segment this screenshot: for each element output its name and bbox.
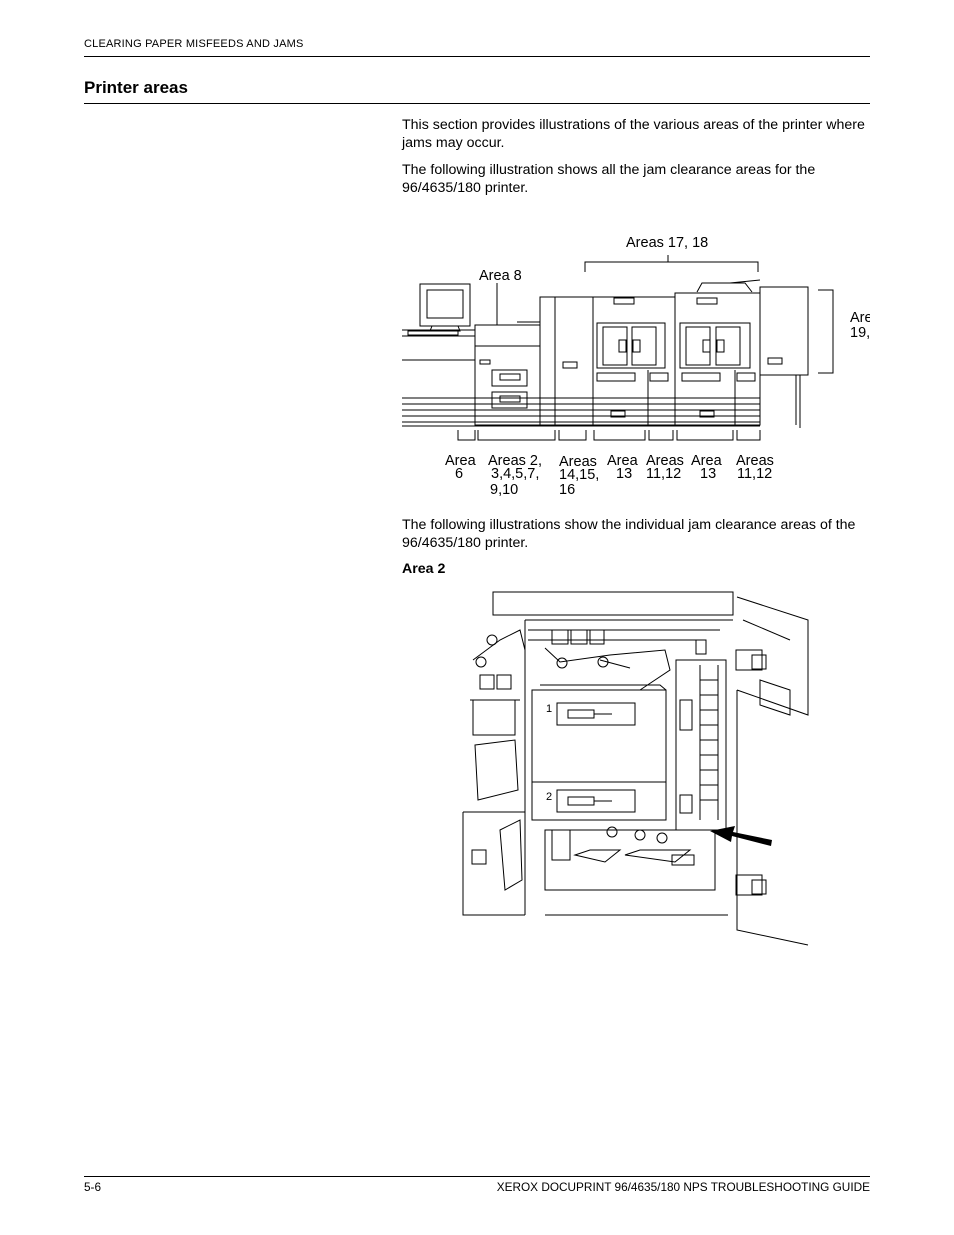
label-area-13b-num: 13	[700, 466, 716, 482]
header-rule	[84, 56, 870, 57]
area-2-heading: Area 2	[402, 561, 446, 577]
running-head: CLEARING PAPER MISFEEDS AND JAMS	[84, 38, 304, 50]
label-area-6-num: 6	[455, 466, 463, 482]
area-2-illustration: 1 2	[462, 591, 809, 946]
label-areas-14-line2: 14,15,	[559, 467, 599, 483]
guide-title: XEROX DOCUPRINT 96/4635/180 NPS TROUBLES…	[496, 1180, 870, 1194]
label-area-13a-num: 13	[616, 466, 632, 482]
label-area-8: Area 8	[479, 268, 522, 284]
label-areas-11a-num: 11,12	[646, 466, 681, 482]
overview-paragraph: The following illustration shows all the…	[402, 162, 816, 196]
label-areas-2-line3: 9,10	[490, 482, 518, 498]
label-area-6: Area	[445, 453, 477, 469]
label-areas-2: Areas 2,	[488, 453, 542, 469]
page-number: 5-6	[84, 1180, 102, 1194]
label-areas-17-18: Areas 17, 18	[626, 235, 708, 251]
tray-2-number: 2	[546, 791, 552, 803]
label-areas-11a: Areas	[646, 453, 684, 469]
label-area-13b: Area	[691, 453, 723, 469]
tray-1-number: 1	[546, 703, 552, 715]
section-title: Printer areas	[84, 78, 188, 97]
label-area-19-line1: Are	[850, 310, 870, 326]
printer-overview-illustration: Areas 17, 18 Area 8 Are 19, Area 6 Areas…	[402, 235, 870, 498]
footer-rule	[84, 1176, 870, 1177]
label-areas-14: Areas	[559, 454, 597, 470]
label-areas-11b: Areas	[736, 453, 774, 469]
label-areas-11b-num: 11,12	[737, 466, 772, 482]
title-rule	[84, 103, 870, 104]
label-area-19-line2: 19,	[850, 325, 870, 341]
label-areas-2-line2: 3,4,5,7,	[491, 466, 539, 482]
label-area-13a: Area	[607, 453, 639, 469]
individual-paragraph: The following illustrations show the ind…	[402, 517, 856, 551]
label-areas-14-line3: 16	[559, 482, 575, 498]
intro-paragraph: This section provides illustrations of t…	[402, 117, 865, 151]
